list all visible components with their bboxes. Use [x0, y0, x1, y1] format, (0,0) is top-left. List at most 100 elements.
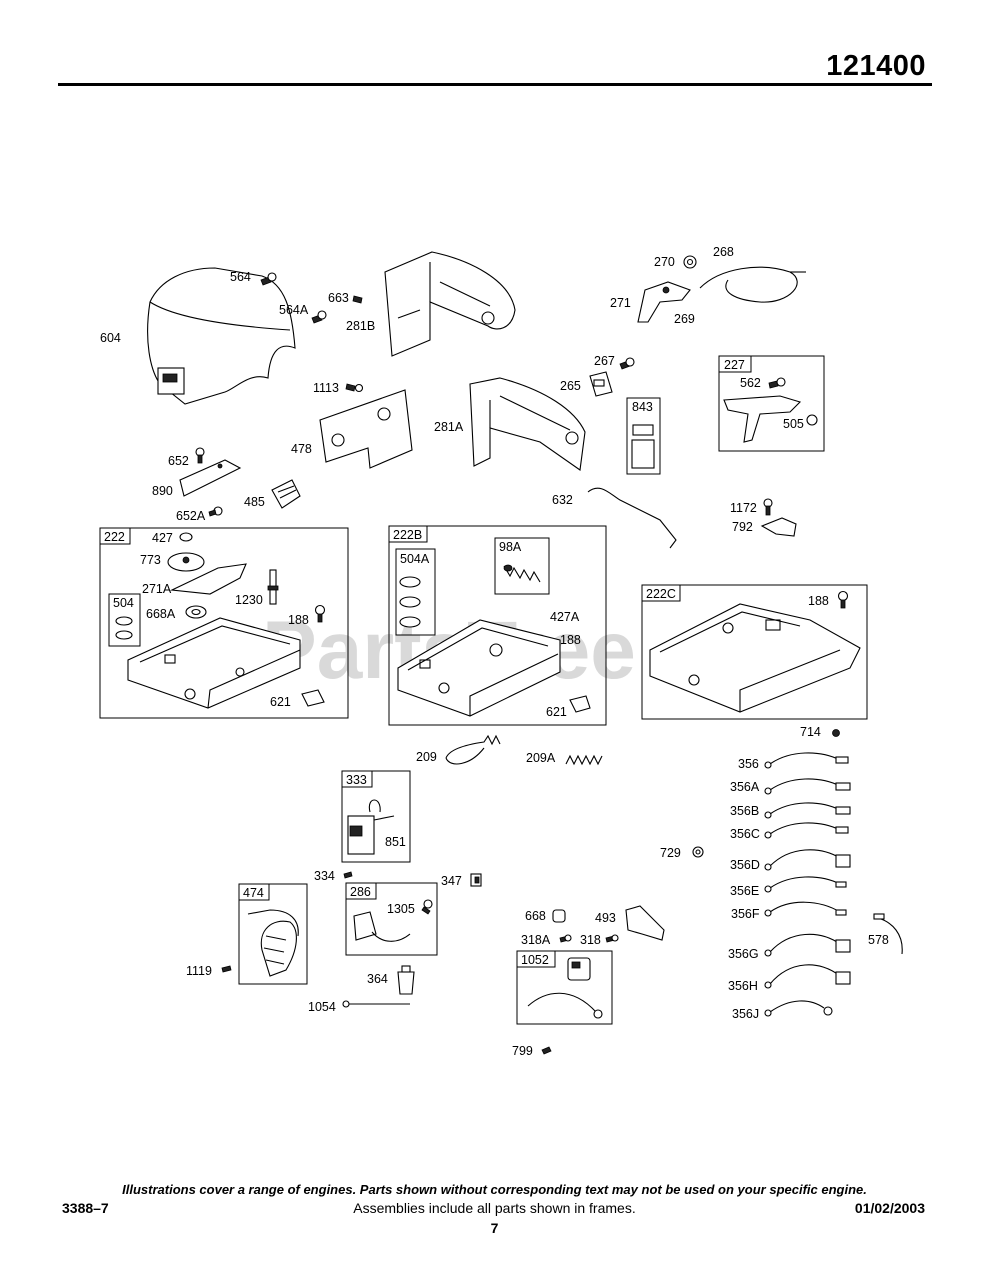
shroud-281b	[384, 251, 516, 357]
label-356: 356	[738, 757, 759, 771]
wire-356	[764, 752, 849, 769]
footer-disclaimer: Illustrations cover a range of engines. …	[122, 1182, 867, 1197]
spring-209a	[565, 754, 603, 766]
label-1172: 1172	[730, 501, 757, 515]
blower-housing-604	[147, 267, 296, 405]
frame-286-label: 286	[350, 885, 371, 899]
label-652a: 652A	[176, 509, 206, 523]
frame-504a-label: 504A	[400, 552, 430, 566]
frame-1052-tag	[516, 950, 556, 968]
frame-474	[238, 883, 308, 985]
spacer-668	[552, 909, 566, 923]
frame-333-tag	[341, 770, 373, 788]
label-427a: 427A	[550, 610, 580, 624]
screw-318a	[559, 934, 572, 943]
label-1113: 1113	[313, 381, 339, 395]
disc-773	[167, 552, 205, 572]
screw-1119	[221, 965, 232, 973]
label-356a: 356A	[730, 780, 760, 794]
label-268: 268	[713, 245, 734, 259]
knob-485	[271, 479, 301, 509]
base-plate-222	[127, 617, 301, 709]
frame-474-tag	[238, 883, 270, 901]
clip-347	[470, 873, 482, 887]
label-729: 729	[660, 846, 681, 860]
frame-98a	[494, 537, 550, 595]
base-plate-222c	[649, 603, 861, 713]
screw-663	[352, 295, 363, 304]
lever-227	[723, 395, 802, 443]
screw-652a	[208, 506, 223, 517]
label-318: 318	[580, 933, 601, 947]
screw-1113	[345, 383, 364, 393]
bracket-271a	[170, 563, 247, 595]
label-493: 493	[595, 911, 616, 925]
label-1230: 1230	[235, 593, 263, 607]
label-188-c: 188	[808, 594, 829, 608]
tie-1054	[342, 1000, 410, 1008]
label-356g: 356G	[728, 947, 759, 961]
label-773: 773	[140, 553, 161, 567]
label-364: 364	[367, 972, 388, 986]
nut-505	[806, 414, 818, 426]
cable-268	[699, 266, 806, 303]
label-265: 265	[560, 379, 581, 393]
clip-621-a	[301, 689, 325, 707]
header-rule	[58, 83, 932, 86]
label-562: 562	[740, 376, 761, 390]
wire-356a	[764, 778, 851, 795]
frame-504	[108, 593, 141, 647]
screw-318	[605, 934, 619, 943]
label-347: 347	[441, 874, 462, 888]
screw-562	[768, 377, 786, 389]
label-799: 799	[512, 1044, 533, 1058]
label-209a: 209A	[526, 751, 556, 765]
washer-668a	[185, 605, 207, 619]
clip-621-b	[569, 695, 591, 713]
label-505: 505	[783, 417, 804, 431]
nut-427	[179, 532, 193, 542]
label-663: 663	[328, 291, 349, 305]
label-1054: 1054	[308, 1000, 336, 1014]
label-334: 334	[314, 869, 335, 883]
frame-222-label: 222	[104, 530, 125, 544]
screw-334	[343, 871, 353, 879]
wire-356g	[764, 933, 851, 957]
label-270: 270	[654, 255, 675, 269]
screw-1172	[763, 498, 773, 516]
label-267: 267	[594, 354, 615, 368]
label-1119: 1119	[186, 964, 212, 978]
armature-474	[247, 909, 299, 977]
link-632	[587, 487, 677, 549]
label-356b: 356B	[730, 804, 759, 818]
frame-286-tag	[345, 882, 377, 900]
wire-356j	[764, 1000, 833, 1017]
shroud-281a	[469, 377, 586, 471]
label-356d: 356D	[730, 858, 760, 872]
nut-270	[683, 255, 697, 269]
stud-1230	[267, 569, 279, 605]
label-356c: 356C	[730, 827, 760, 841]
label-281a: 281A	[434, 420, 464, 434]
frame-222-tag	[99, 527, 131, 545]
wire-356d	[764, 849, 851, 871]
spring-98a	[503, 564, 541, 583]
label-792: 792	[732, 520, 753, 534]
frame-222c-label: 222C	[646, 587, 676, 601]
spring-209	[445, 734, 501, 765]
bracket-271	[637, 281, 691, 323]
wire-578	[873, 913, 903, 955]
washers-504a	[399, 576, 421, 628]
bracket-478	[319, 389, 413, 469]
frame-222b	[388, 525, 607, 726]
label-271: 271	[610, 296, 631, 310]
frame-286	[345, 882, 438, 956]
label-356f: 356F	[731, 907, 760, 921]
page-title: 121400	[826, 50, 926, 82]
label-564a: 564A	[279, 303, 309, 317]
label-668a: 668A	[146, 607, 176, 621]
label-621-b: 621	[546, 705, 567, 719]
label-578: 578	[868, 933, 889, 947]
frame-333-label: 333	[346, 773, 367, 787]
